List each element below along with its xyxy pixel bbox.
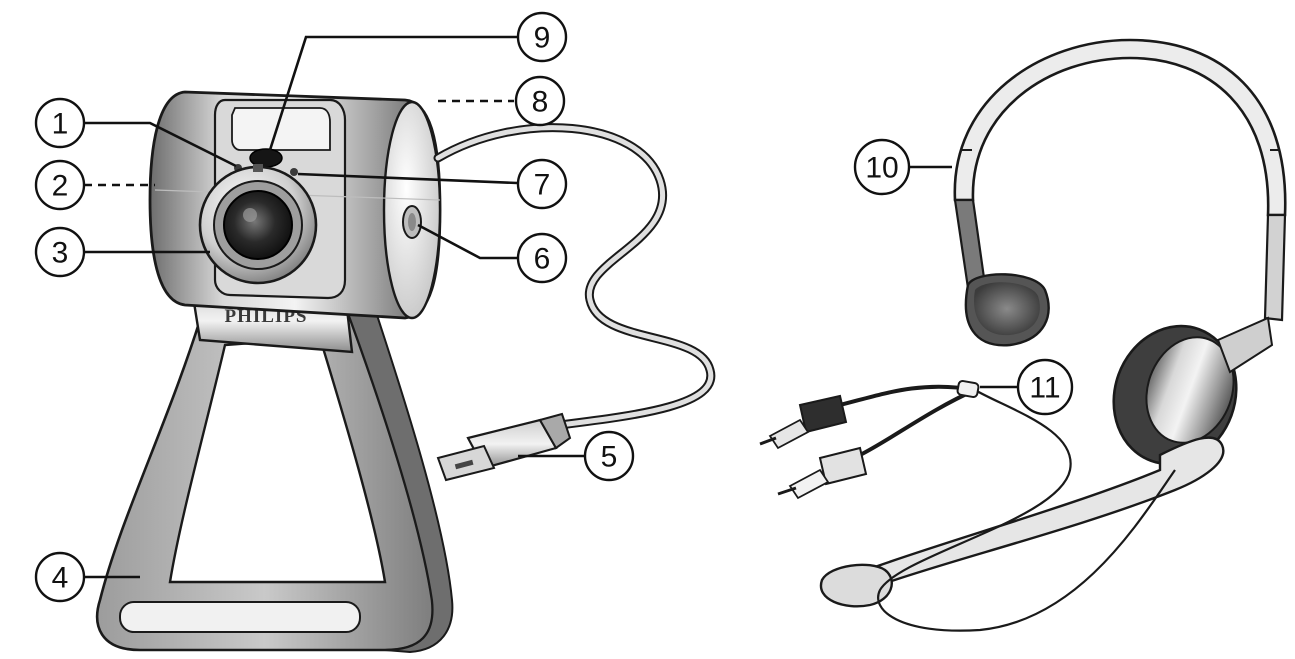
webcam-illustration: PHILIPS [95, 90, 716, 654]
callout-1: 1 [34, 97, 86, 149]
headset-illustration [759, 38, 1287, 632]
callout-4: 4 [34, 551, 86, 603]
lens-assembly [198, 164, 318, 285]
audio-plug-icon [759, 394, 848, 450]
callout-10: 10 [853, 138, 911, 196]
callout-11: 11 [1016, 358, 1074, 416]
microphone-boom [819, 436, 1225, 608]
focus-ring-notch [253, 164, 263, 172]
callouts: 1 2 3 4 5 6 7 8 [34, 11, 1074, 603]
leader-lines [83, 35, 1018, 579]
callout-9: 9 [516, 11, 568, 63]
callout-6: 6 [516, 232, 568, 284]
rear-pad [964, 273, 1050, 347]
usb-plug-icon [436, 412, 572, 482]
callout-label: 9 [534, 22, 551, 55]
callout-label: 6 [534, 243, 551, 276]
mic-plug-icon [777, 446, 868, 500]
headband [953, 38, 1287, 322]
callout-5: 5 [583, 430, 635, 482]
webcam-stand [95, 298, 454, 654]
callout-label: 1 [52, 108, 69, 141]
callout-label: 11 [1029, 372, 1060, 405]
callout-label: 7 [534, 169, 551, 202]
activity-led-icon [290, 168, 298, 176]
callout-label: 5 [601, 441, 618, 474]
snapshot-button-icon [402, 205, 422, 239]
callout-label: 8 [532, 86, 549, 119]
callout-3: 3 [34, 226, 86, 278]
headset-cable [839, 380, 1176, 632]
callout-8: 8 [514, 75, 566, 127]
callout-label: 3 [52, 237, 69, 270]
usb-cable [433, 123, 716, 430]
callout-label: 10 [865, 152, 898, 185]
callout-7: 7 [516, 158, 568, 210]
earcup [1112, 316, 1274, 466]
callout-2: 2 [34, 159, 86, 211]
callout-label: 4 [52, 562, 69, 595]
callout-label: 2 [52, 170, 69, 203]
